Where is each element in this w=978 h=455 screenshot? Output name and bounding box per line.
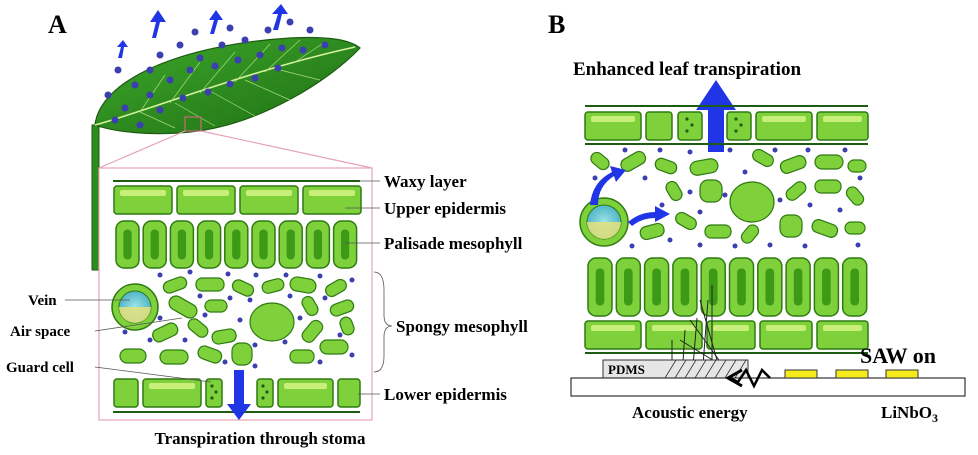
saw-on-label: SAW on — [860, 343, 936, 368]
upper-epidermis-b-inner — [591, 116, 862, 122]
linbo3-substrate — [570, 377, 966, 397]
palisade-cell-nucleus — [232, 229, 241, 260]
linbo3-main: LiNbO — [881, 403, 932, 422]
palisade-cells-a — [115, 220, 358, 269]
upper-epidermis-a-inner — [120, 190, 355, 196]
palisade-cell-nucleus — [793, 268, 803, 306]
panel-b-letter: B — [548, 10, 565, 39]
caption-a: Transpiration through stoma — [155, 429, 366, 448]
palisade-cell-nucleus — [286, 229, 295, 260]
label-guard-cell: Guard cell — [6, 360, 74, 376]
spongy-cells-a — [119, 276, 355, 366]
palisade-cell-nucleus — [177, 229, 187, 260]
zoom-frame — [98, 130, 373, 421]
panel-a-letter: A — [48, 10, 67, 39]
leaf-vapor-arrows — [117, 4, 288, 58]
transpiration-arrow-b — [696, 80, 736, 152]
label-vein: Vein — [28, 293, 57, 309]
lower-epidermis-a-inner — [149, 383, 327, 389]
guard-cell-dots-a — [210, 384, 269, 400]
palisade-cell-nucleus — [737, 268, 746, 306]
palisade-cell-nucleus — [259, 229, 268, 260]
palisade-cell-nucleus — [708, 268, 718, 306]
label-air-space: Air space — [10, 324, 70, 340]
panel-b-title: Enhanced leaf transpiration — [573, 59, 801, 80]
label-waxy-layer: Waxy layer — [384, 172, 467, 191]
palisade-cell-nucleus — [680, 268, 690, 306]
palisade-cell-nucleus — [623, 268, 633, 306]
label-pointers-a — [65, 180, 393, 395]
palisade-cell-nucleus — [313, 229, 323, 260]
saw-arrow — [724, 367, 771, 389]
label-spongy: Spongy mesophyll — [396, 317, 528, 336]
label-upper-epidermis: Upper epidermis — [384, 199, 506, 218]
palisade-cell-nucleus — [340, 229, 350, 260]
air-space-droplets-a — [122, 269, 355, 369]
palisade-cell-nucleus — [850, 268, 860, 306]
label-palisade: Palisade mesophyll — [384, 234, 523, 253]
palisade-cell-nucleus — [822, 268, 831, 306]
vein-flow-arrows-b — [590, 166, 670, 226]
palisade-cell-nucleus — [765, 268, 775, 306]
acoustic-energy-label: Acoustic energy — [632, 403, 748, 422]
air-space-droplets-b — [592, 147, 863, 249]
leaf-water-droplets — [104, 18, 329, 129]
stoma-arrow-a — [227, 370, 251, 420]
label-lower-epidermis: Lower epidermis — [384, 385, 507, 404]
guard-cell-dots-b — [685, 117, 743, 133]
palisade-cells-b — [587, 257, 868, 317]
spongy-cells-b — [590, 148, 867, 244]
pdms-label: PDMS — [608, 362, 645, 377]
vein-a — [111, 283, 159, 331]
palisade-cell-nucleus — [123, 229, 132, 260]
vein-b — [579, 197, 629, 247]
palisade-cell-nucleus — [204, 229, 214, 260]
linbo3-label: LiNbO3 — [881, 403, 938, 425]
palisade-cell-nucleus — [150, 229, 159, 260]
palisade-cell-nucleus — [652, 268, 661, 306]
idt-electrodes — [784, 369, 919, 379]
palisade-cell-nucleus — [595, 268, 605, 306]
linbo3-sub: 3 — [932, 411, 938, 425]
lower-epidermis-b-inner — [591, 325, 862, 331]
